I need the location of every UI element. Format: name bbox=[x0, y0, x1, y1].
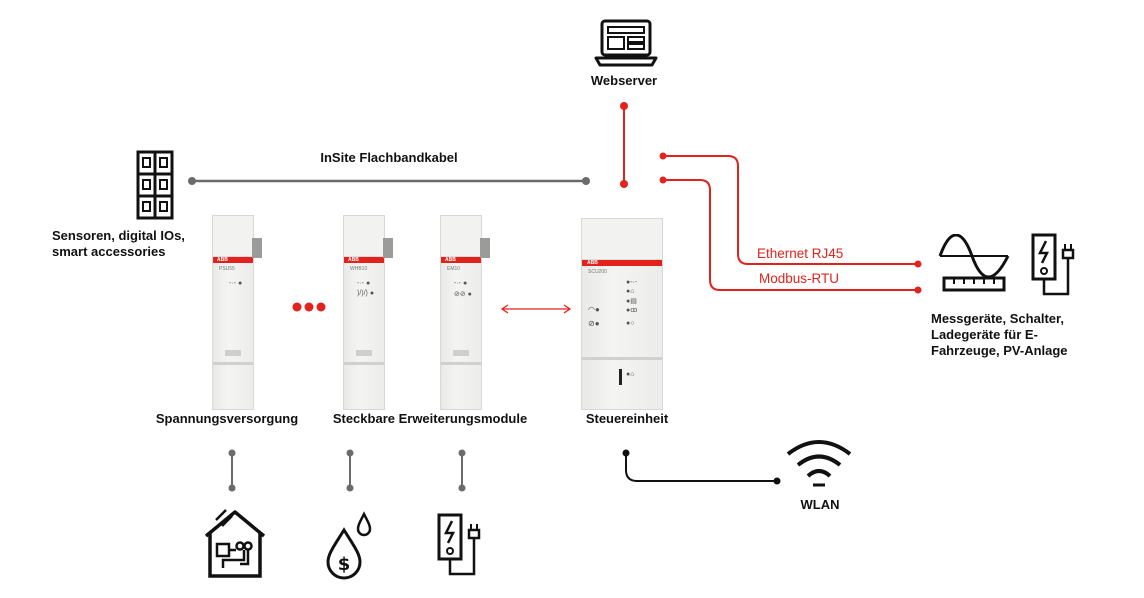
modbus-line bbox=[659, 176, 922, 294]
control-unit-brand: ABB bbox=[587, 260, 598, 266]
module-rail-clip bbox=[480, 238, 490, 258]
wlan-label: WLAN bbox=[800, 497, 840, 512]
em10-brand: ABB bbox=[445, 257, 456, 263]
power-supply-brand: ABB bbox=[217, 257, 228, 263]
extension-modules-label: Steckbare Erweiterungsmodule bbox=[332, 411, 528, 426]
devices-label-line2: Ladegeräte für E- bbox=[931, 327, 1038, 342]
circuit-breaker-icon bbox=[136, 150, 174, 220]
bus-double-arrow bbox=[500, 304, 572, 314]
laptop-icon bbox=[594, 19, 658, 67]
led-indicator: ●⌂ bbox=[626, 288, 635, 295]
ev-charger-icon-bottom bbox=[437, 513, 481, 576]
module-rail-clip bbox=[383, 238, 393, 258]
led-indicator: -·- ● bbox=[229, 280, 243, 287]
led-indicator: ●○ bbox=[626, 320, 635, 327]
ev-charger-icon bbox=[1031, 233, 1075, 296]
module-rail-clip bbox=[252, 238, 262, 258]
em10-model: EM10 bbox=[447, 266, 461, 272]
led-indicator: )/)/) ● bbox=[357, 290, 375, 297]
power-supply-label: Spannungsversorgung bbox=[155, 411, 299, 426]
devices-label-line1: Messgeräte, Schalter, bbox=[931, 311, 1064, 326]
water-cost-icon: $ bbox=[326, 511, 372, 580]
more-modules-dots bbox=[292, 302, 326, 312]
modbus-label: Modbus-RTU bbox=[759, 271, 840, 286]
sensors-label-line1: Sensoren, digital IOs, bbox=[52, 228, 185, 243]
smart-home-icon bbox=[204, 509, 266, 578]
whb10-model: WHB10 bbox=[350, 266, 368, 272]
wifi-led-icon: ◠● bbox=[588, 305, 600, 314]
extension-module-em10: ABB EM10 -·- ● ⊘⊘ ● bbox=[440, 215, 482, 410]
sd-slot bbox=[619, 369, 622, 385]
led-indicator: ●▤ bbox=[626, 298, 637, 305]
wifi-icon bbox=[786, 440, 852, 487]
measuring-device-icon bbox=[938, 234, 1010, 292]
ethernet-line bbox=[659, 152, 922, 268]
led-indicator: ●⌂ bbox=[626, 371, 635, 378]
control-unit-label: Steuereinheit bbox=[585, 411, 669, 426]
led-indicator: ●ꝏ bbox=[626, 307, 638, 314]
svg-text:$: $ bbox=[338, 554, 351, 575]
status-led: ⊘● bbox=[588, 319, 600, 328]
devices-label-line3: Fahrzeuge, PV-Anlage bbox=[931, 343, 1068, 358]
led-indicator: ●-·- bbox=[626, 279, 638, 286]
control-unit-scu200: ABB SCU200 ●-·- ●⌂ ●▤ ●ꝏ ●○ ◠● ⊘● ●⌂ bbox=[581, 218, 663, 410]
webserver-link-line bbox=[620, 102, 628, 188]
power-supply-model: PSU55 bbox=[219, 266, 235, 272]
extension-module-whb10: ABB WHB10 -·- ● )/)/) ● bbox=[343, 215, 385, 410]
led-indicator: -·- ● bbox=[357, 280, 371, 287]
led-indicator: -·- ● bbox=[454, 280, 468, 287]
bottom-connectors bbox=[228, 449, 466, 492]
whb10-brand: ABB bbox=[348, 257, 359, 263]
sensors-label-line2: smart accessories bbox=[52, 244, 166, 259]
led-indicator: ⊘⊘ ● bbox=[454, 291, 472, 298]
webserver-label: Webserver bbox=[590, 73, 658, 88]
insite-cable-label: InSite Flachbandkabel bbox=[320, 150, 458, 165]
ethernet-label: Ethernet RJ45 bbox=[757, 246, 844, 261]
wlan-connector bbox=[622, 449, 781, 485]
control-unit-model: SCU200 bbox=[588, 269, 607, 275]
power-supply-module: ABB PSU55 -·- ● bbox=[212, 215, 254, 410]
insite-cable-line bbox=[188, 177, 590, 185]
